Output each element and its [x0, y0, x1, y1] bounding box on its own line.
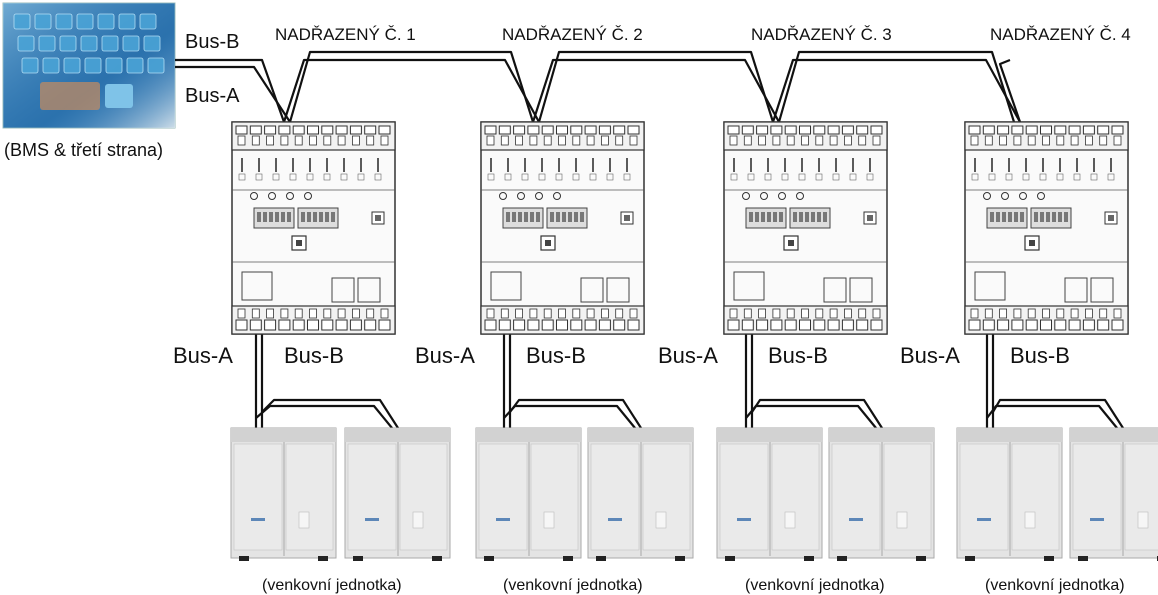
outdoor-unit-2-2: [587, 427, 694, 561]
controller-3-title: NADŘAZENÝ Č. 3: [751, 25, 892, 44]
outdoor-unit-4-1: [956, 427, 1063, 561]
outdoor-unit-label-2: (venkovní jednotka): [503, 577, 643, 594]
outdoor-unit-3-2: [828, 427, 935, 561]
outdoor-unit-2-1: [475, 427, 582, 561]
controller-4-title: NADŘAZENÝ Č. 4: [990, 25, 1131, 44]
controller-module-3: [723, 121, 888, 335]
controller-4-bus-b: Bus-B: [1010, 343, 1070, 368]
outdoor-unit-1-1: [230, 427, 337, 561]
unit-link-a-4: [992, 398, 1124, 429]
outdoor-unit-4-2: [1069, 427, 1158, 561]
controller-module-1: [231, 121, 396, 335]
chain-wire-a-1: [288, 50, 535, 123]
unit-link-a-1: [261, 398, 399, 429]
outdoor-unit-1-2: [344, 427, 451, 561]
unit-link-a-3: [751, 398, 883, 429]
chain-wire-b-2: [531, 58, 780, 123]
bms-bus-a-wire: [175, 65, 291, 123]
controller-2-bus-a: Bus-A: [415, 343, 475, 368]
controller-1-bus-b: Bus-B: [284, 343, 344, 368]
chain-wire-end: [998, 58, 1022, 123]
unit-link-a-2: [509, 398, 642, 429]
controller-3-bus-b: Bus-B: [768, 343, 828, 368]
bus-wiring: [175, 50, 1124, 429]
chain-wire-b-3: [771, 58, 1021, 123]
bms-bus-a-label: Bus-A: [185, 85, 240, 107]
outdoor-unit-label-4: (venkovní jednotka): [985, 577, 1125, 594]
outdoor-unit-3-1: [716, 427, 823, 561]
controller-2-title: NADŘAZENÝ Č. 2: [502, 25, 643, 44]
outdoor-unit-label-1: (venkovní jednotka): [262, 577, 402, 594]
bms-photo: [2, 2, 176, 129]
unit-link-b-1: [255, 404, 393, 429]
bms-bus-b-label: Bus-B: [185, 31, 240, 53]
unit-link-b-4: [986, 404, 1118, 429]
outdoor-unit-label-3: (venkovní jednotka): [745, 577, 885, 594]
chain-wire-a-3: [777, 50, 1016, 123]
controller-4-bus-a: Bus-A: [900, 343, 960, 368]
controller-module-2: [480, 121, 645, 335]
chain-wire-b-1: [282, 58, 540, 123]
controller-3-bus-a: Bus-A: [658, 343, 718, 368]
chain-wire-a-2: [537, 50, 775, 123]
controller-2-bus-b: Bus-B: [526, 343, 586, 368]
unit-link-b-2: [503, 404, 636, 429]
controller-1-title: NADŘAZENÝ Č. 1: [275, 25, 416, 44]
bms-label: (BMS & třetí strana): [4, 140, 164, 160]
controller-module-4: [964, 121, 1129, 335]
controller-1-bus-a: Bus-A: [173, 343, 233, 368]
unit-link-b-3: [745, 404, 877, 429]
